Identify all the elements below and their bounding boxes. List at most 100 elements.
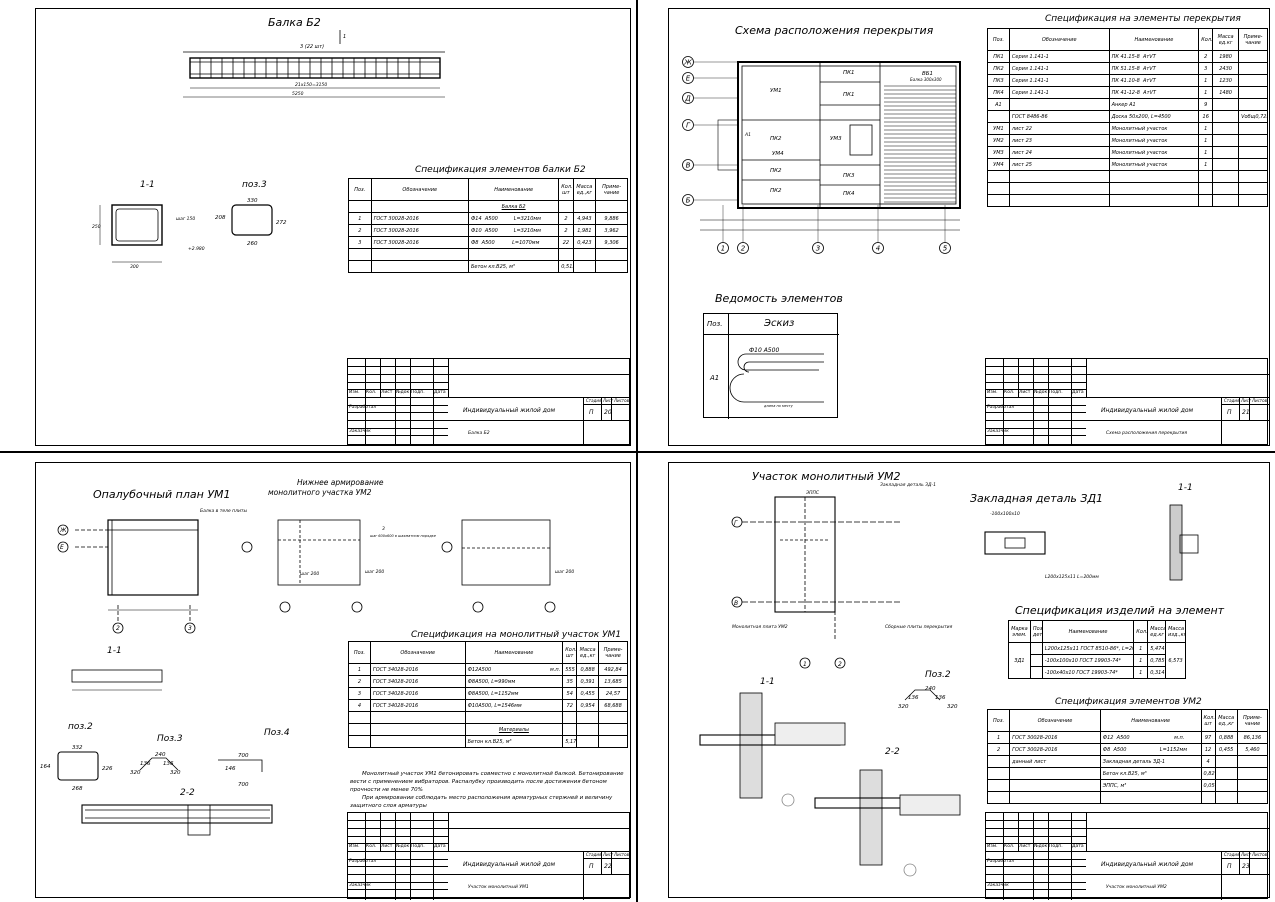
table-cell <box>1238 62 1268 75</box>
sheet-header: Лист <box>603 398 614 403</box>
axis-label: Б <box>686 197 691 205</box>
table-cell <box>572 260 597 273</box>
table-cell: 1 <box>1133 666 1149 679</box>
table-cell: 555 <box>562 663 578 676</box>
title-block-header-label: Подп. <box>411 390 425 395</box>
table-cell <box>598 735 628 748</box>
title-block-line <box>1071 851 1072 900</box>
title-block-line <box>410 397 411 446</box>
table-cell <box>1236 791 1269 804</box>
table-header-cell: Приме-чание <box>1236 709 1269 732</box>
svg-text:226: 226 <box>102 766 113 772</box>
axis-label: Е <box>686 75 691 83</box>
table-cell <box>1108 170 1200 183</box>
table-cell <box>348 723 371 736</box>
spacing-label: 21х150=3150 <box>295 82 327 88</box>
zd1-title: Закладная деталь ЗД1 <box>970 492 1104 505</box>
anchor-length-note: длина по месту <box>764 404 793 408</box>
table-cell: 0,82 <box>1200 767 1216 780</box>
mark-cell: ЗД1 <box>1008 642 1031 679</box>
table-cell <box>1009 779 1101 792</box>
table-cell: 1,981 <box>572 224 597 237</box>
table-cell: Монолитный участок <box>1108 146 1200 159</box>
table-cell: 2 <box>348 675 371 688</box>
table-cell <box>562 711 578 724</box>
table-cell: ПК1 <box>987 50 1010 63</box>
title-block-line <box>448 851 631 852</box>
table-cell: УМ4 <box>987 158 1010 171</box>
table-header-cell: Приме-чание <box>595 178 628 201</box>
title-block-line <box>348 874 448 875</box>
title-block-line <box>1033 397 1034 446</box>
table-cell: 0,888 <box>1214 731 1238 744</box>
table-cell: 3 <box>348 687 371 700</box>
developer-label: Разработал <box>987 859 1015 864</box>
table-cell: Доска 50х200, L=4500 <box>1108 110 1200 123</box>
title-block-line <box>1003 813 1004 851</box>
title-block-line <box>1086 874 1269 875</box>
table-cell <box>576 711 600 724</box>
svg-text:136: 136 <box>908 695 919 701</box>
axis-label: Д <box>684 95 691 103</box>
table-cell <box>348 248 372 261</box>
title-block-line <box>1018 359 1019 397</box>
table-cell <box>369 711 466 724</box>
table-header-cell: Кол. <box>1198 28 1214 51</box>
um2-spec-title: Спецификация элементов УМ2 <box>1055 697 1202 707</box>
table-header-cell: Масса ед.,кг <box>1214 709 1238 732</box>
pos3-title-s3: Поз.3 <box>157 734 183 744</box>
axis-label: Ж <box>683 59 692 67</box>
bar3-label: 3 (22 шт) <box>300 44 324 50</box>
table-cell: L200х125х11 ГОСТ 8510-86*, L=200 <box>1041 642 1135 655</box>
title-block-header-label: Дата <box>434 844 446 849</box>
title-block-line <box>1033 813 1034 851</box>
title-block-line <box>1221 397 1222 446</box>
table-cell <box>987 170 1010 183</box>
title-block-line <box>433 851 434 900</box>
title-block-line <box>410 851 411 900</box>
svg-text:272: 272 <box>276 220 287 226</box>
title-block-line <box>1033 359 1034 397</box>
um2-title: Участок монолитный УМ2 <box>752 470 901 483</box>
title-block-line <box>1221 404 1269 405</box>
svg-text:146: 146 <box>225 766 236 772</box>
beam-length-label: 5250 <box>292 91 304 97</box>
table-cell: 1 <box>1198 74 1214 87</box>
table-cell: 1230 <box>1212 74 1240 87</box>
title-block-header-label: Лист <box>381 844 393 849</box>
title-block-line <box>601 851 602 874</box>
table-cell <box>1236 767 1269 780</box>
title-block-line <box>986 366 1086 367</box>
axis-label: В <box>686 162 691 170</box>
table-header-cell: Кол. <box>1133 620 1149 643</box>
um1-notes: Монолитный участок УМ1 бетонировать совм… <box>350 770 625 810</box>
table-cell: Серия 1.141-1 <box>1008 86 1110 99</box>
title-block-line <box>1086 420 1269 421</box>
svg-text:А1: А1 <box>744 132 751 138</box>
customer-label: Заказчик <box>349 429 371 434</box>
table-cell <box>1238 86 1268 99</box>
title-block-line <box>1018 813 1019 851</box>
section-1-1-title: 1-1 <box>140 180 155 190</box>
table-cell: 0,954 <box>576 699 600 712</box>
sheet-number: 21 <box>1242 409 1250 416</box>
table-cell <box>1198 182 1214 195</box>
table-header-cell: Масса изд.,кг <box>1165 620 1186 643</box>
title-block-line <box>986 851 1086 852</box>
table-cell <box>1212 98 1240 111</box>
table-cell <box>370 248 470 261</box>
sheets-header: Листов <box>1252 852 1267 857</box>
svg-text:шаг 600х600 в шахматном порядк: шаг 600х600 в шахматном порядке <box>370 534 436 538</box>
formwork-plan-title: Опалубочный план УМ1 <box>93 488 231 501</box>
table-cell: 5,460 <box>1236 743 1269 756</box>
table-cell: лист 25 <box>1008 158 1110 171</box>
table-row: Бетон кл.В25, м³0,515 <box>348 260 628 273</box>
table-cell <box>1108 182 1200 195</box>
table-cell <box>987 182 1010 195</box>
